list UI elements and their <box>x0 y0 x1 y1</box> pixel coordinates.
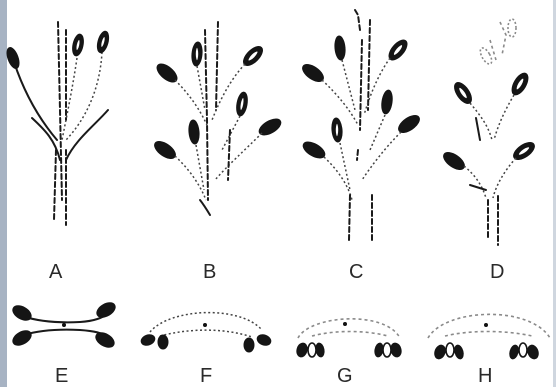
panel-h-anther-1 <box>433 344 447 361</box>
panel-d-faint-branch <box>490 40 496 60</box>
panel-e-anther-1 <box>10 303 33 323</box>
panel-f-anther-4 <box>256 333 273 347</box>
panel-c-anther-5-highlight <box>335 123 339 137</box>
panel-a-filament-2 <box>62 58 77 140</box>
panel-a-anther-left <box>5 46 22 70</box>
panel-d-filament-3 <box>464 166 486 198</box>
panel-b-diagram <box>152 22 284 215</box>
panel-d-faint-anther-2 <box>478 46 494 66</box>
panel-g-anther-6 <box>389 342 402 358</box>
panel-a-left-filament <box>14 62 57 140</box>
panel-label-e: E <box>55 366 68 386</box>
panel-b-filament-7 <box>196 145 204 190</box>
panel-h-lower-arc <box>445 332 532 337</box>
panel-h-center-dot <box>484 323 488 327</box>
panel-c-anther-7 <box>301 139 328 161</box>
panel-b-filament-4 <box>222 116 240 150</box>
panel-h-upper-arc <box>428 314 550 338</box>
panel-b-trace-2 <box>216 22 218 110</box>
panel-label-f: F <box>200 366 212 386</box>
panel-label-a: A <box>49 262 62 282</box>
panel-f-anther-1 <box>140 333 157 347</box>
panel-c-filament-2 <box>342 60 355 110</box>
panel-c-tip <box>355 10 360 30</box>
panel-label-d: D <box>490 262 504 282</box>
panel-b-anther-mid-2 <box>188 120 200 145</box>
panel-d-diagram <box>441 19 538 245</box>
panel-label-c: C <box>349 262 363 282</box>
panel-e-upper-arc <box>22 313 108 322</box>
panel-d-node-1 <box>476 118 480 140</box>
panel-h-anther-6 <box>526 344 540 361</box>
panel-c-trace-2 <box>368 20 370 110</box>
panel-b-central-trace <box>205 30 208 200</box>
panel-b-anther-top-1-highlight <box>195 47 199 61</box>
panel-c-mark <box>357 150 358 160</box>
panel-e-center-dot <box>62 323 66 327</box>
panel-b-filament-2 <box>197 66 205 110</box>
panel-f-anther-2 <box>158 335 168 349</box>
panel-a-central-trace <box>58 22 62 200</box>
panel-a-lower-curve-right <box>66 110 108 160</box>
panel-g-anther-2 <box>308 343 316 357</box>
panel-d-filament-4 <box>493 158 516 198</box>
panel-h-anther-4 <box>508 344 519 360</box>
panel-b-anther-mid-4 <box>152 138 179 162</box>
panel-e-anther-2 <box>10 328 33 348</box>
panel-d-filament-2 <box>494 95 514 140</box>
panel-d-node-2 <box>470 185 486 190</box>
panel-g-anther-3 <box>315 342 325 357</box>
panel-d-filament-1 <box>470 103 492 140</box>
panel-b-base <box>200 200 210 215</box>
panel-e-anther-3 <box>94 300 117 320</box>
panel-h-diagram <box>428 314 550 360</box>
panel-d-anther-3 <box>441 149 468 173</box>
panel-a-filament-3 <box>66 52 102 140</box>
panel-g-anther-5 <box>383 343 391 357</box>
panel-f-center-dot <box>203 323 207 327</box>
panel-c-stalk-left <box>349 195 350 240</box>
panel-f-upper-arc <box>150 313 262 332</box>
panel-h-anther-2 <box>446 343 454 357</box>
panel-f-lower-arc <box>160 330 252 337</box>
panel-h-anther-5 <box>519 343 527 357</box>
panel-c-filament-4 <box>370 115 385 150</box>
panel-e-diagram <box>10 300 117 350</box>
panel-g-center-dot <box>343 322 347 326</box>
panel-e-lower-arc <box>24 330 106 337</box>
panel-d-faint-tip <box>500 22 506 55</box>
panel-b-filament-1 <box>175 80 207 125</box>
panel-c-anther-1 <box>334 36 346 61</box>
panel-g-diagram <box>295 319 402 358</box>
panel-c-filament-5 <box>362 132 401 180</box>
panel-b-anther-mid-3 <box>257 116 284 138</box>
panel-c-central-trace <box>360 40 362 130</box>
panel-a-stalk-left <box>54 150 56 220</box>
panel-g-anther-1 <box>295 342 308 358</box>
panel-label-g: G <box>337 366 353 386</box>
panel-c-anther-4 <box>380 89 393 114</box>
panel-f-diagram <box>140 313 273 352</box>
panel-b-filament-5 <box>215 133 262 180</box>
panel-g-lower-arc <box>312 332 388 337</box>
panel-d-faint-anther <box>508 19 516 37</box>
panel-c-diagram <box>300 10 423 240</box>
panel-f-anther-3 <box>244 338 254 352</box>
panel-c-filament-1 <box>322 80 358 125</box>
panel-a-diagram <box>5 22 111 225</box>
panel-label-h: H <box>478 366 492 386</box>
panel-label-b: B <box>203 262 216 282</box>
panel-h-anther-3 <box>453 344 464 360</box>
